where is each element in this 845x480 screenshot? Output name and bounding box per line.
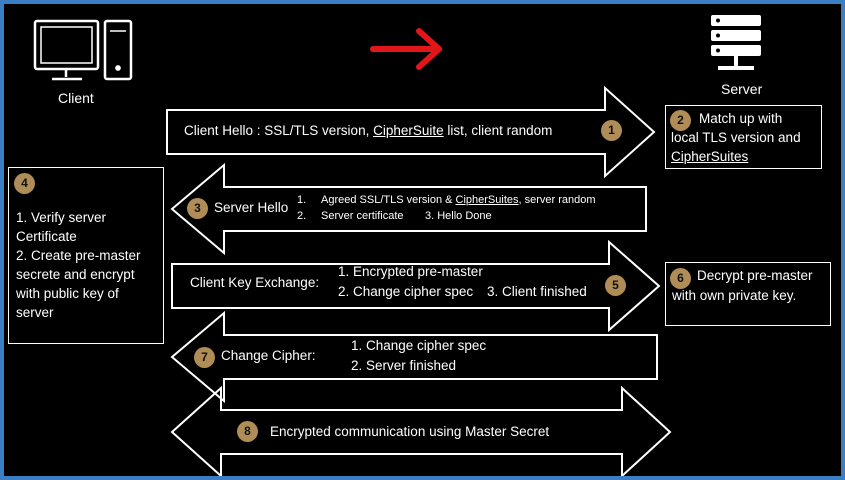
step-6-badge: 6 — [670, 268, 691, 289]
verify-line-2: Certificate — [16, 229, 77, 244]
server-hello-item-2-num: 2. — [297, 210, 307, 222]
verify-line-4: secrete and encrypt — [16, 267, 135, 282]
client-key-exchange-item-2: 2. Change cipher spec — [338, 284, 474, 299]
step-4-badge: 4 — [14, 173, 35, 194]
client-hello-arrow — [166, 85, 656, 179]
match-up-box — [665, 105, 822, 169]
server-hello-title: Server Hello — [214, 200, 289, 215]
red-arrow-icon — [370, 28, 442, 70]
step-1-badge: 1 — [601, 120, 622, 141]
server-hello-item-2: Server certificate — [321, 210, 404, 222]
change-cipher-item-2: 2. Server finished — [351, 358, 457, 373]
server-label: Server — [721, 81, 763, 97]
client-hello-text: Client Hello : SSL/TLS version, CipherSu… — [184, 123, 553, 138]
change-cipher-title: Change Cipher: — [221, 348, 316, 363]
verify-line-5: with public key of — [16, 286, 119, 301]
verify-line-1: 1. Verify server — [16, 210, 107, 225]
match-up-line-3: CipherSuites — [671, 149, 749, 164]
step-7-badge: 7 — [194, 347, 215, 368]
step-5-badge: 5 — [605, 275, 626, 296]
decrypt-box — [665, 262, 831, 326]
step-3-badge: 3 — [187, 198, 208, 219]
verify-line-3: 2. Create pre-master — [16, 248, 141, 263]
verify-line-6: server — [16, 305, 54, 320]
server-hello-item-3: 3. Hello Done — [425, 210, 492, 222]
client-key-exchange-item-1: 1. Encrypted pre-master — [338, 264, 483, 279]
client-computer-icon — [33, 19, 133, 81]
client-key-exchange-item-3: 3. Client finished — [487, 284, 587, 299]
server-hello-item-1-num: 1. — [297, 194, 307, 206]
match-up-line-1: Match up with — [699, 111, 783, 126]
step-8-badge: 8 — [237, 421, 258, 442]
client-key-exchange-arrow — [171, 239, 661, 333]
match-up-line-2: local TLS version and — [671, 130, 801, 145]
server-hello-item-1: Agreed SSL/TLS version & CipherSuites, s… — [321, 194, 596, 206]
decrypt-line-1: Decrypt pre-master — [697, 268, 813, 283]
server-hello-arrow — [170, 162, 647, 256]
tls-handshake-diagram: Client Server Client Hello : SSL/TLS ver… — [4, 4, 841, 476]
step-2-badge: 2 — [670, 110, 691, 131]
decrypt-line-2: with own private key. — [672, 288, 797, 303]
verify-certificate-box — [8, 167, 164, 344]
diagram-graphics — [33, 15, 761, 476]
client-key-exchange-title: Client Key Exchange: — [190, 275, 320, 290]
change-cipher-arrow — [170, 310, 658, 404]
encrypted-communication-text: Encrypted communication using Master Sec… — [270, 424, 550, 439]
encrypted-communication-arrow — [170, 385, 672, 476]
client-label: Client — [58, 90, 94, 106]
change-cipher-item-1: 1. Change cipher spec — [351, 338, 487, 353]
server-icon — [711, 15, 761, 70]
